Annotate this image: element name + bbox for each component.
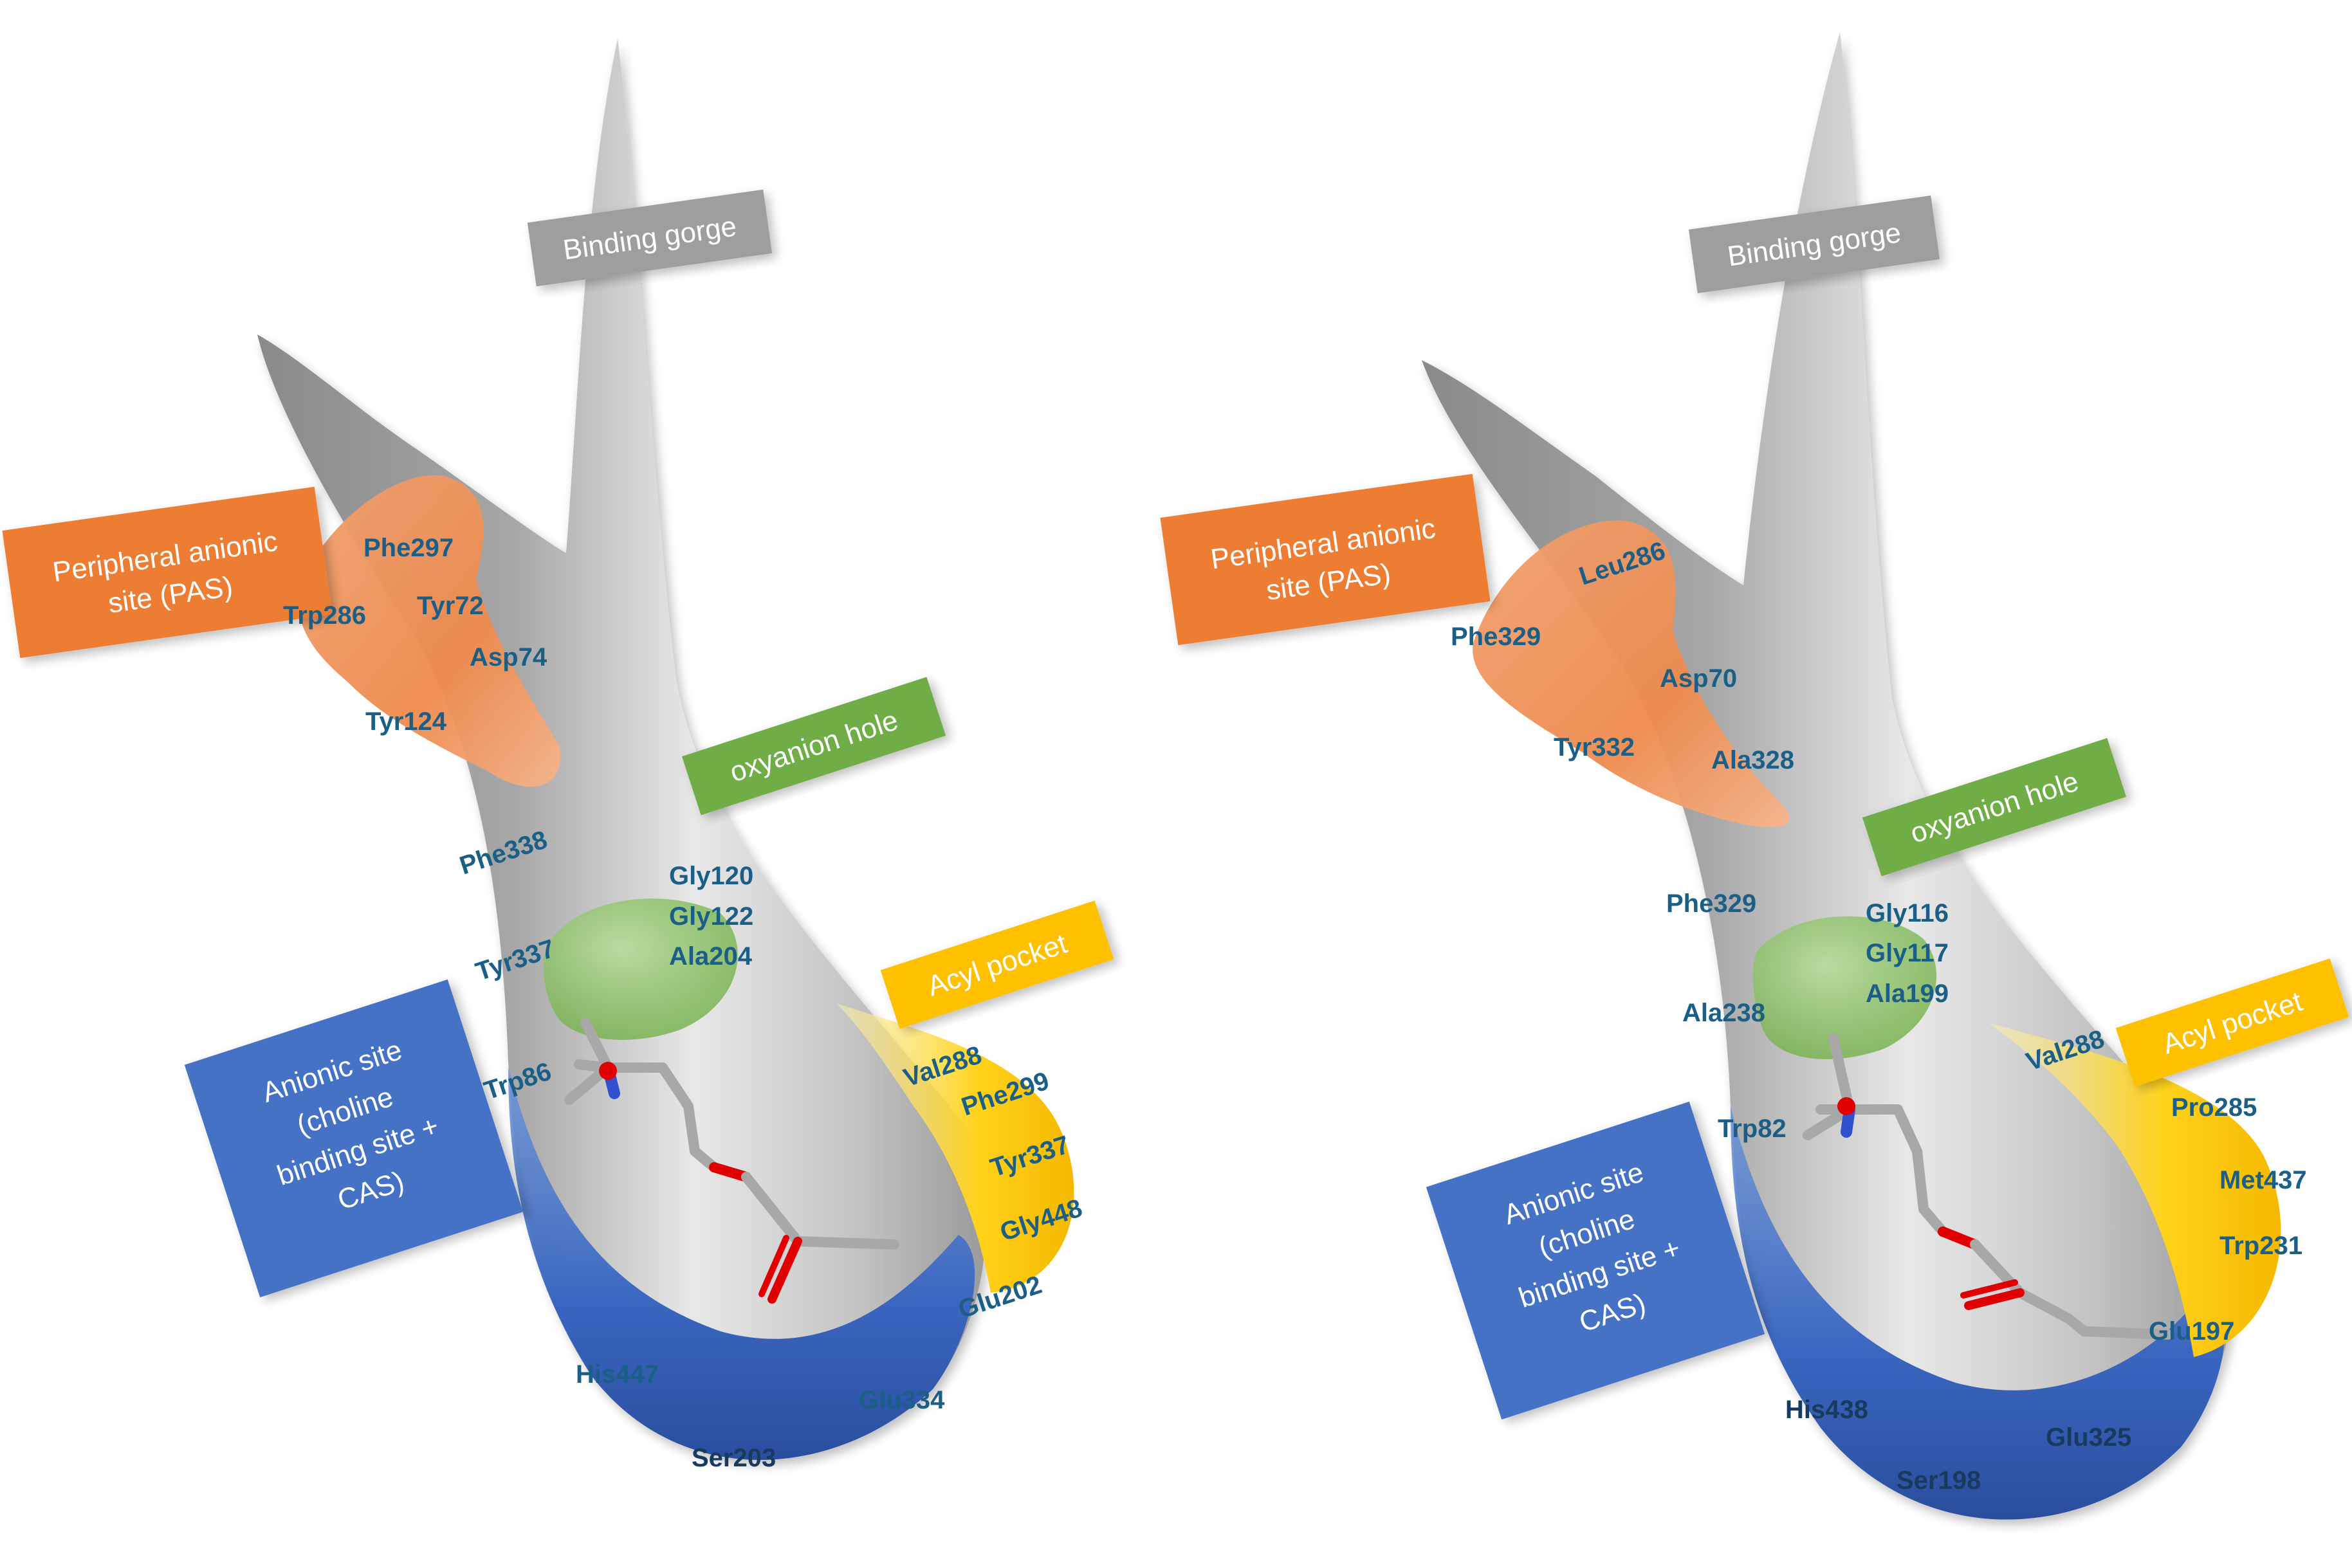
residue-label: Glu334 xyxy=(859,1386,945,1414)
residue-label: Tyr124 xyxy=(365,707,447,736)
residue-label: Met437 xyxy=(2219,1166,2307,1194)
residue-label: Ala204 xyxy=(669,942,753,971)
acyl-pocket-region xyxy=(1988,1023,2281,1357)
residue-label: Asp70 xyxy=(1660,664,1737,693)
residue-label: Asp74 xyxy=(470,643,547,671)
residue-label: Phe329 xyxy=(1451,623,1541,651)
binding-gorge-shape xyxy=(1422,32,2234,1520)
residue-label: His438 xyxy=(1785,1396,1868,1424)
residue-label: Ser198 xyxy=(1897,1466,1981,1495)
residue-label: Ala328 xyxy=(1711,746,1794,774)
acyl-tag: Acyl pocket xyxy=(880,900,1114,1029)
binding-gorge-shape xyxy=(257,39,986,1460)
pas-tag: Peripheral anionic site (PAS) xyxy=(1160,473,1491,646)
anionic-tag: Anionic site (choline binding site + CAS… xyxy=(1426,1101,1765,1420)
ligand-molecule xyxy=(1803,1034,2173,1340)
residue-label: Trp231 xyxy=(2219,1232,2302,1260)
residue-label: Gly120 xyxy=(669,862,753,890)
residue-label: Gly122 xyxy=(669,902,753,931)
residue-label: Tyr332 xyxy=(1554,733,1635,761)
residue-label: Glu325 xyxy=(2046,1423,2131,1452)
binding-gorge-tag: Binding gorge xyxy=(1688,196,1940,293)
residue-label: Trp82 xyxy=(1718,1115,1787,1143)
acyl-pocket-region xyxy=(836,1003,1074,1293)
residue-label: Tyr72 xyxy=(417,592,484,620)
oxyanion-hole-region xyxy=(1752,916,1936,1059)
acyl-tag: Acyl pocket xyxy=(2115,958,2349,1087)
ligand-molecule xyxy=(564,1017,899,1304)
panel-2: Binding gorge Peripheral anionic site (P… xyxy=(1160,32,2349,1520)
residue-label: Trp286 xyxy=(283,601,366,630)
oxyanion-tag: oxyanion hole xyxy=(681,677,946,816)
anionic-site-region xyxy=(1731,1106,2225,1520)
residue-label: Phe297 xyxy=(363,534,454,562)
binding-gorge-tag: Binding gorge xyxy=(527,189,773,287)
residue-label: Pro285 xyxy=(2171,1093,2257,1122)
residue-label: Glu197 xyxy=(2149,1317,2234,1345)
panel-1: Binding gorge Peripheral anionic site (P… xyxy=(2,39,1114,1472)
pas-region xyxy=(1473,520,1790,828)
residue-label: Ser203 xyxy=(692,1444,776,1472)
residue-label: Ala238 xyxy=(1682,999,1765,1027)
residue-labels: Leu286 Phe329 Asp70 Tyr332 Ala328 Phe329… xyxy=(1451,536,2307,1495)
pas-region xyxy=(298,475,561,787)
residue-label: Gly116 xyxy=(1866,899,1949,927)
residue-label: His447 xyxy=(576,1360,659,1389)
oxyanion-hole-region xyxy=(543,898,738,1040)
residue-label: Gly117 xyxy=(1866,939,1949,967)
anionic-tag: Anionic site (choline binding site + CAS… xyxy=(184,979,524,1298)
residue-label: Ala199 xyxy=(1866,980,1949,1008)
pas-tag: Peripheral anionic site (PAS) xyxy=(2,486,333,659)
residue-label: Phe329 xyxy=(1666,889,1756,918)
anionic-site-region xyxy=(508,1068,975,1460)
